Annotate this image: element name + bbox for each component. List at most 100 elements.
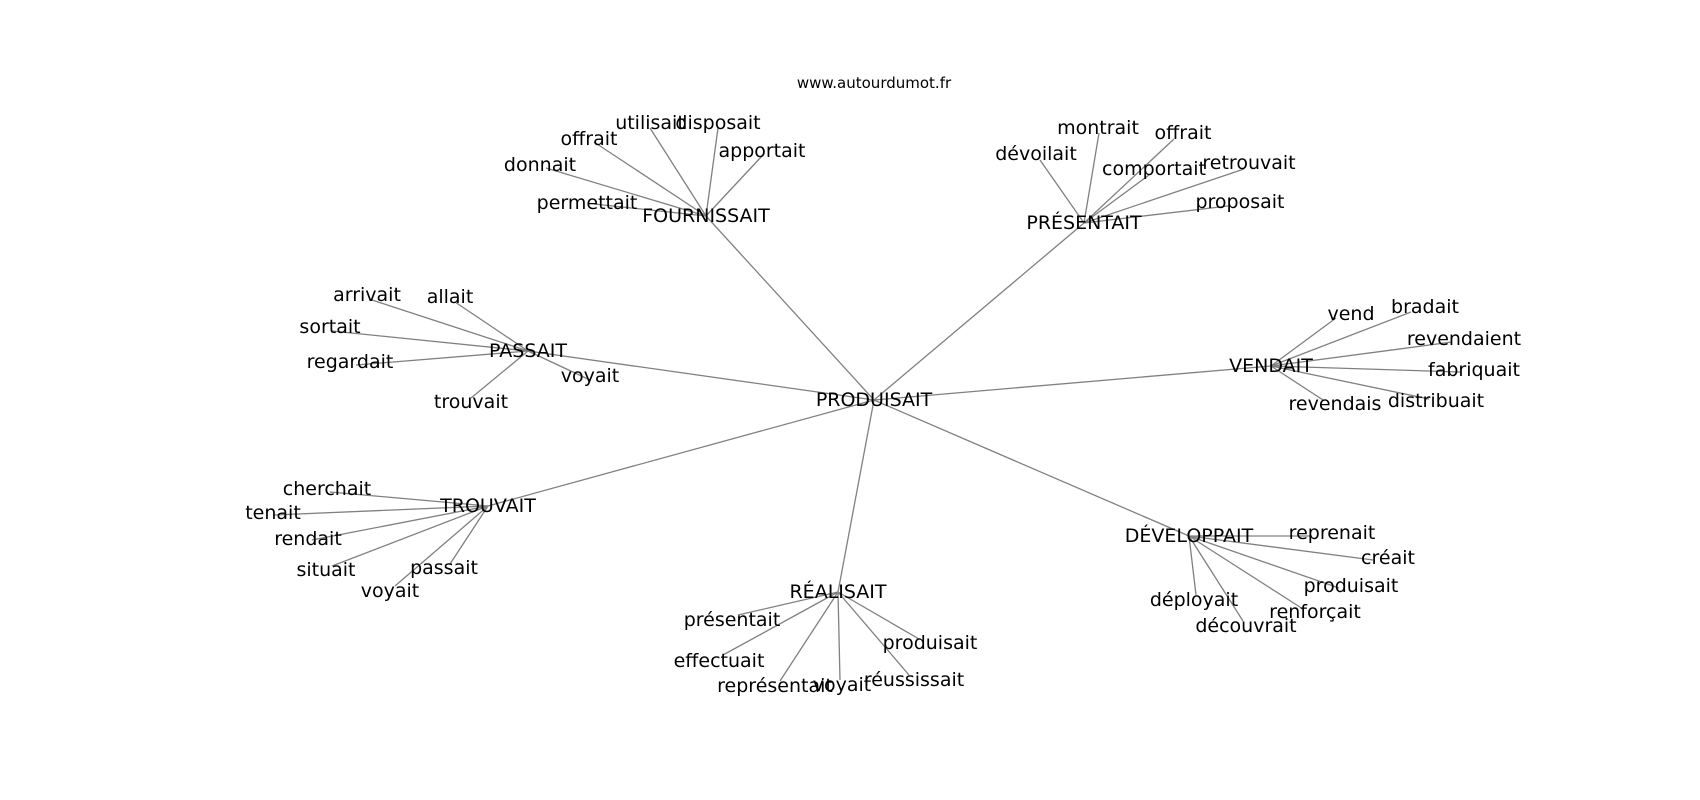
word-vendait-fabriquait: fabriquait [1428,359,1520,381]
edge-fournissait-to-apportait [705,155,763,217]
cluster-node-vendait: VENDAIT [1229,355,1313,377]
edge-passait-to-regardait [355,350,529,366]
word-fournissait-disposait: disposait [675,112,760,134]
source-label[interactable]: www.autourdumot.fr [797,74,952,92]
edge-passait-to-sortait [331,330,529,352]
graph-edges [273,127,1461,682]
word-developpait-reprenait: reprenait [1289,522,1376,544]
cluster-node-trouvait: TROUVAIT [439,495,536,517]
word-trouvait-tenait: tenait [245,502,301,524]
edge-vendait-to-distribuait [1270,365,1430,400]
word-vendait-revendais: revendais [1289,393,1382,415]
edge-vendait-to-bradait [1270,311,1412,367]
edge-realisait-to-reussissait [837,591,910,676]
edge-developpait-to-produisait [1188,535,1340,589]
edge-center-to-trouvait [487,399,875,507]
word-realisait-representait: représentait [717,675,833,697]
edge-fournissait-to-donnait [545,167,707,217]
word-passait-trouvait: trouvait [434,391,508,413]
edge-realisait-to-produisait [837,591,920,640]
edge-passait-to-arrivait [371,299,529,352]
word-presentait-retrouvait: retrouvait [1202,152,1295,174]
word-presentait-proposait: proposait [1195,191,1284,213]
word-passait-sortait: sortait [299,316,360,338]
edge-trouvait-to-rendait [311,505,489,541]
edge-presentait-to-comportait [1083,174,1150,224]
edge-developpait-to-decouvrait [1188,535,1244,622]
word-passait-regardait: regardait [307,351,394,373]
word-vendait-revendaient: revendaient [1407,328,1521,350]
word-trouvait-voyait: voyait [361,580,419,602]
word-realisait-reussissait: réussissait [864,669,964,691]
word-developpait-creait: créait [1361,547,1415,569]
edge-center-to-developpait [873,399,1190,537]
word-fournissait-permettait: permettait [537,192,638,214]
edge-center-to-presentait [873,222,1085,401]
word-vendait-vend: vend [1327,303,1374,325]
edge-developpait-to-deployait [1188,535,1197,596]
word-trouvait-rendait: rendait [274,528,342,550]
word-fournissait-offrait: offrait [561,128,618,150]
edge-presentait-to-retrouvait [1083,168,1245,224]
word-developpait-decouvrait: découvrait [1195,615,1296,637]
cluster-node-passait: PASSAIT [489,340,567,362]
edge-fournissait-to-offrait [593,141,707,217]
edge-fournissait-to-disposait [705,127,719,217]
edge-trouvait-to-passait [449,505,489,565]
edge-trouvait-to-cherchait [329,491,489,507]
edge-center-to-fournissait [705,215,875,401]
edge-trouvait-to-tenait [273,505,489,516]
edge-passait-to-trouvait [470,350,529,399]
edge-presentait-to-offrait [1083,138,1175,224]
word-realisait-voyait: voyait [813,674,871,696]
word-presentait-comportait: comportait [1102,158,1206,180]
word-realisait-effectuait: effectuait [674,650,765,672]
edge-vendait-to-revendaient [1270,341,1453,367]
word-presentait-offrait: offrait [1155,122,1212,144]
word-developpait-produisait: produisait [1304,575,1399,597]
word-passait-arrivait: arrivait [333,284,401,306]
edge-center-to-passait [527,350,875,401]
edge-realisait-to-presentait [737,591,839,616]
center-node: PRODUISAIT [816,389,933,411]
word-trouvait-cherchait: cherchait [283,478,371,500]
edge-fournissait-to-permettait [593,203,707,217]
cluster-node-fournissait: FOURNISSAIT [642,205,770,227]
word-passait-allait: allait [427,286,474,308]
word-developpait-deployait: déployait [1150,589,1238,611]
edge-trouvait-to-situait [331,505,489,567]
word-fournissait-apportait: apportait [718,140,805,162]
edge-fournissait-to-utilisait [649,127,707,217]
edge-developpait-to-renforcait [1188,535,1304,610]
edge-passait-to-voyait [527,350,591,381]
edge-presentait-to-montrait [1083,132,1100,224]
edge-vendait-to-fabriquait [1270,365,1461,373]
edge-presentait-to-devoilait [1039,159,1085,224]
word-vendait-bradait: bradait [1391,296,1459,318]
word-developpait-renforcait: renforçait [1269,601,1361,623]
edge-center-to-realisait [837,399,875,593]
cluster-node-developpait: DÉVELOPPAIT [1125,524,1254,547]
edge-vendait-to-vend [1270,317,1337,367]
word-trouvait-passait: passait [410,557,478,579]
edge-realisait-to-representait [779,591,839,682]
word-trouvait-situait: situait [296,559,355,581]
word-fournissait-utilisait: utilisait [615,112,685,134]
edge-vendait-to-revendais [1270,365,1324,401]
edge-trouvait-to-voyait [394,505,489,587]
edge-presentait-to-proposait [1083,205,1229,224]
word-presentait-devoilait: dévoilait [995,143,1077,165]
edge-passait-to-allait [454,301,529,352]
word-fournissait-donnait: donnait [504,154,576,176]
word-presentait-montrait: montrait [1057,117,1139,139]
cluster-node-realisait: RÉALISAIT [789,580,886,603]
word-realisait-produisait: produisait [883,632,978,654]
edge-developpait-to-creait [1188,535,1374,561]
edge-center-to-vendait [873,365,1272,401]
edge-realisait-to-voyait [837,591,841,681]
edge-realisait-to-effectuait [722,591,839,656]
word-vendait-distribuait: distribuait [1388,390,1484,412]
word-realisait-presentait: présentait [684,609,781,631]
